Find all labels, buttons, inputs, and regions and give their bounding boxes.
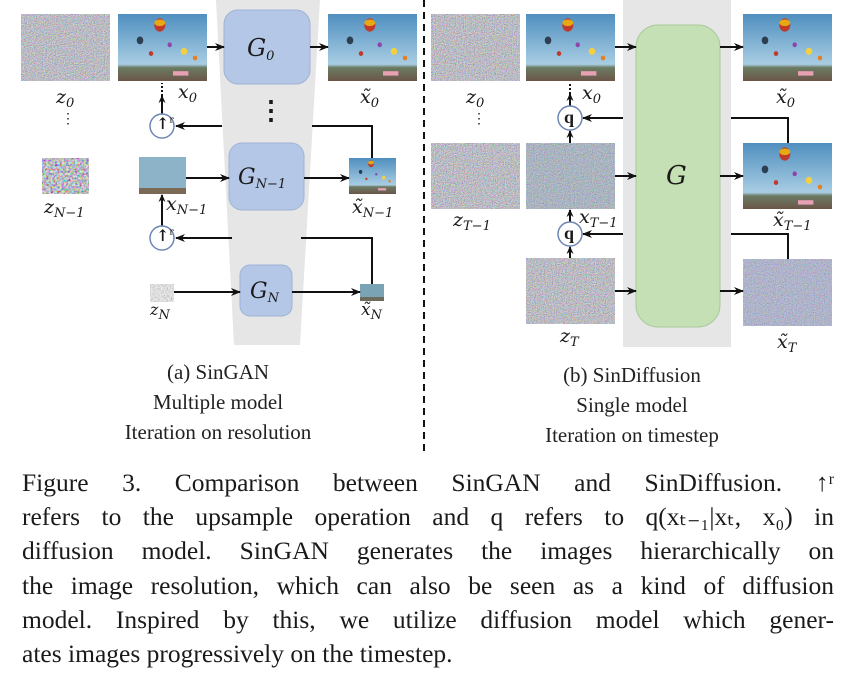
generator-label-G: G [666, 161, 687, 191]
noise-image-zT [526, 258, 615, 324]
noise-image-z0 [21, 14, 110, 81]
output-image-x0-tilde-right [743, 14, 832, 81]
real-image-x0 [118, 14, 207, 81]
label-zT-1: zT−1 [453, 209, 491, 234]
figure-3: G0 GN−1 GN ⋮ z0 ⋮ zN−1 zN x0 xN−1 x̃0 x̃… [21, 0, 832, 455]
upsample-icon-lower: ↑r [156, 226, 174, 245]
real-image-xN-1 [139, 157, 186, 194]
caption-line: the image resolution, which can also be … [22, 570, 834, 600]
generator-ellipsis: ⋮ [258, 96, 284, 126]
label-zN: zN [150, 300, 170, 323]
noise-ellipsis-right: ⋮ [472, 111, 486, 127]
label-z0-right: z0 [466, 86, 485, 111]
output-image-xT-tilde [743, 259, 832, 326]
singan-title: (a) SinGAN [166, 360, 270, 384]
caption-sindiffusion: (b) SinDiffusion Single model Iteration … [482, 360, 782, 450]
label-xN-1-tilde: x̃N−1 [352, 196, 394, 221]
q-icon-lower: q [564, 223, 575, 243]
noise-image-z0-right [431, 14, 520, 81]
label-x0: x0 [178, 81, 197, 106]
noisy-image-xT-1 [526, 143, 615, 209]
caption-line: Figure 3. Comparison between SinGAN and … [22, 468, 834, 497]
noise-image-zT-1 [431, 143, 520, 209]
singan-subtitle: Multiple model [152, 390, 284, 414]
output-image-xT-1-tilde [743, 143, 832, 209]
figure-diagram [21, 0, 832, 455]
label-zT: zT [560, 325, 579, 350]
feedback-line-right-lower [731, 233, 789, 259]
noise-image-zN [150, 284, 174, 302]
caption-line: ates images progressively on the timeste… [22, 639, 453, 669]
real-image-x0-right [526, 14, 615, 81]
sindiffusion-description: Iteration on timestep [545, 423, 719, 447]
feedback-line-upper-right [312, 125, 373, 158]
generator-label-GN: GN [250, 279, 279, 306]
generator-label-G0: G0 [247, 34, 275, 64]
generator-label-GN-1: GN−1 [238, 165, 287, 192]
output-image-xN-1-tilde [349, 158, 396, 194]
output-image-x0-tilde [328, 14, 417, 81]
label-z0: z0 [56, 86, 75, 111]
noise-image-zN-1 [42, 158, 89, 194]
feedback-line-lower-right [301, 237, 373, 284]
label-xT-1: xT−1 [579, 206, 618, 231]
caption-line: model. Inspired by this, we utilize diff… [22, 604, 834, 634]
caption-line: diffusion model. SinGAN generates the im… [22, 536, 834, 566]
sindiffusion-arrows [566, 43, 789, 295]
label-zN-1: zN−1 [44, 196, 85, 221]
noise-ellipsis-left: ⋮ [61, 111, 75, 127]
output-image-xN-tilde [360, 284, 384, 301]
upsample-operator-upper [149, 113, 175, 139]
sindiffusion-subtitle: Single model [576, 393, 688, 417]
sindiffusion-title: (b) SinDiffusion [563, 363, 701, 387]
q-icon-upper: q [564, 107, 575, 127]
caption-line: refers to the upsample operation and q r… [22, 502, 834, 532]
figure-caption: Figure 3. Comparison between SinGAN and … [22, 466, 834, 671]
label-x0-tilde-right: x̃0 [776, 86, 795, 111]
upsample-icon-upper: ↑r [156, 114, 174, 133]
label-xT-1-tilde: x̃T−1 [773, 209, 812, 234]
feedback-line-right-upper [731, 117, 789, 143]
q-operator-lower [557, 221, 583, 247]
singan-arrows [158, 43, 373, 296]
label-x0-right: x0 [582, 82, 601, 107]
singan-description: Iteration on resolution [124, 420, 312, 444]
caption-singan: (a) SinGAN Multiple model Iteration on r… [68, 357, 368, 447]
label-xN-1: xN−1 [166, 193, 208, 218]
label-xT-tilde: x̃T [777, 331, 797, 356]
upsample-operator-lower [149, 225, 175, 251]
label-x0-tilde: x̃0 [360, 86, 379, 111]
label-xN-tilde: x̃N [361, 300, 382, 323]
q-operator-upper [557, 105, 583, 131]
